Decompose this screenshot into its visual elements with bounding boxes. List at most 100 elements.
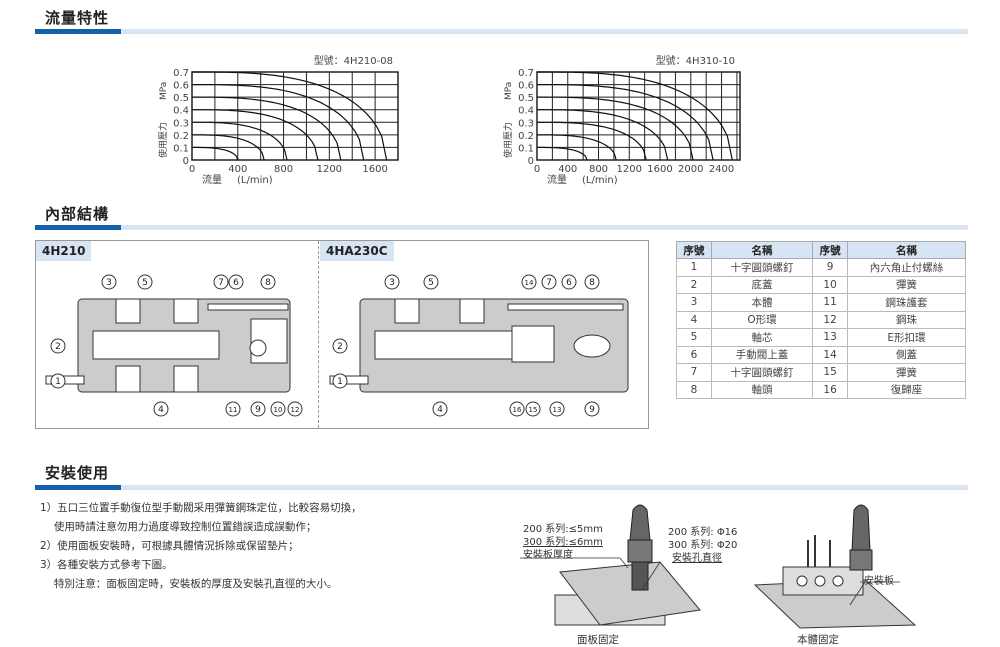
part-name: 彈簧 bbox=[847, 363, 966, 382]
x-tick-label: 400 bbox=[558, 164, 577, 175]
part-number: 9 bbox=[812, 258, 848, 277]
body-mount-image bbox=[753, 504, 917, 629]
hole-diameter-300: 300 系列: Φ20 bbox=[668, 540, 738, 551]
y-tick-label: 0.3 bbox=[173, 118, 189, 129]
callout-2: 2 bbox=[337, 342, 343, 352]
callout-15: 15 bbox=[529, 406, 538, 414]
part-name: 底蓋 bbox=[710, 275, 814, 294]
part-name: 手動閥上蓋 bbox=[710, 345, 814, 364]
callout-5: 5 bbox=[428, 278, 434, 288]
part-name: 復歸座 bbox=[847, 380, 966, 399]
callout-1: 1 bbox=[337, 377, 343, 387]
callout-3: 3 bbox=[106, 278, 112, 288]
x-axis-label: 流量 bbox=[547, 173, 567, 186]
part-name: E形扣環 bbox=[847, 328, 966, 347]
x-tick-label: 1600 bbox=[362, 164, 387, 175]
y-axis-unit: MPa bbox=[159, 82, 169, 100]
part-name: 鋼珠護套 bbox=[847, 293, 966, 312]
section-divider bbox=[35, 29, 968, 34]
series-curve-0.7 bbox=[192, 71, 388, 161]
series-curve-0.6 bbox=[192, 84, 365, 161]
x-tick-label: 400 bbox=[228, 164, 247, 175]
chart-title: 型號：4H310-10 bbox=[656, 54, 735, 67]
part-number: 11 bbox=[812, 293, 848, 312]
y-tick-label: 0.1 bbox=[518, 143, 534, 154]
part-name: 側蓋 bbox=[847, 345, 966, 364]
part-name: 本體 bbox=[710, 293, 814, 312]
install-note: 1）五口三位置手動復位型手動閥采用彈簧鋼珠定位，比較容易切換， bbox=[40, 502, 362, 514]
series-curve-0.2 bbox=[192, 134, 265, 161]
install-note: 特別注意：面板固定時，安裝板的厚度及安裝孔直徑的大小。 bbox=[40, 578, 338, 590]
x-axis-label: 流量 bbox=[202, 173, 222, 186]
section-divider bbox=[35, 225, 968, 230]
y-tick-label: 0.2 bbox=[173, 131, 189, 142]
col-header: 序號 bbox=[812, 241, 848, 259]
y-axis-label: 使用壓力 bbox=[157, 122, 169, 158]
hole-diameter-label: 安裝孔直徑 bbox=[672, 553, 722, 564]
callout-9: 9 bbox=[255, 405, 261, 415]
panel-mount-image bbox=[520, 504, 701, 626]
callout-8: 8 bbox=[265, 278, 271, 288]
part-number: 8 bbox=[676, 380, 712, 399]
callout-5: 5 bbox=[142, 278, 148, 288]
section-title-install: 安裝使用 bbox=[45, 464, 110, 482]
col-header: 序號 bbox=[676, 241, 712, 259]
x-tick-label: 1200 bbox=[617, 164, 642, 175]
plot-frame bbox=[536, 71, 741, 161]
section-title-structure: 內部結構 bbox=[45, 205, 110, 223]
series-curve-0.7 bbox=[537, 71, 733, 161]
install-note: 2）使用面板安裝時，可根據具體情況拆除或保留墊片； bbox=[40, 540, 299, 552]
x-tick-label: 1200 bbox=[317, 164, 342, 175]
y-tick-label: 0.5 bbox=[518, 93, 534, 104]
callout-7: 7 bbox=[546, 278, 552, 288]
series-curve-0.2 bbox=[537, 134, 617, 161]
callout-6: 6 bbox=[233, 278, 239, 288]
col-header: 名稱 bbox=[710, 241, 814, 259]
x-tick-label: 2000 bbox=[678, 164, 703, 175]
body-mount-caption: 本體固定 bbox=[797, 634, 839, 646]
y-tick-label: 0.2 bbox=[518, 131, 534, 142]
part-number: 2 bbox=[676, 275, 712, 294]
part-number: 5 bbox=[676, 328, 712, 347]
part-name: 十字圓頭螺釘 bbox=[710, 258, 814, 277]
panel-mount-caption: 面板固定 bbox=[577, 634, 619, 646]
mount-plate-label: 安裝板 bbox=[864, 576, 894, 587]
part-number: 4 bbox=[676, 310, 712, 329]
y-tick-label: 0.7 bbox=[518, 68, 534, 79]
y-axis-label: 使用壓力 bbox=[502, 122, 514, 158]
x-tick-label: 800 bbox=[589, 164, 608, 175]
diagram-label: 4H210 bbox=[36, 241, 92, 261]
hole-diameter-200: 200 系列: Φ16 bbox=[668, 527, 738, 538]
part-name: 軸頭 bbox=[710, 380, 814, 399]
callout-4: 4 bbox=[158, 405, 164, 415]
y-tick-label: 0 bbox=[528, 156, 534, 167]
install-note: 使用時請注意勿用力過度導致控制位置錯誤造成誤動作； bbox=[40, 521, 317, 533]
x-tick-label: 1600 bbox=[647, 164, 672, 175]
part-name: 內六角止付螺絲 bbox=[847, 258, 966, 277]
part-number: 12 bbox=[812, 310, 848, 329]
callout-1: 1 bbox=[55, 377, 61, 387]
x-tick-label: 0 bbox=[534, 164, 540, 175]
series-curve-0.5 bbox=[537, 96, 694, 161]
diagram-label: 4HA230C bbox=[320, 241, 394, 261]
panel-thickness-label: 安裝板厚度 bbox=[523, 550, 573, 561]
series-curve-0.3 bbox=[192, 121, 288, 161]
install-note: 3）各種安裝方式參考下圖。 bbox=[40, 559, 173, 571]
section-divider bbox=[35, 485, 968, 490]
callout-14: 14 bbox=[525, 279, 534, 287]
x-tick-label: 800 bbox=[274, 164, 293, 175]
y-tick-label: 0.4 bbox=[518, 106, 534, 117]
plot-frame bbox=[191, 71, 399, 161]
series-curve-0.3 bbox=[537, 121, 647, 161]
y-axis-unit: MPa bbox=[504, 82, 514, 100]
